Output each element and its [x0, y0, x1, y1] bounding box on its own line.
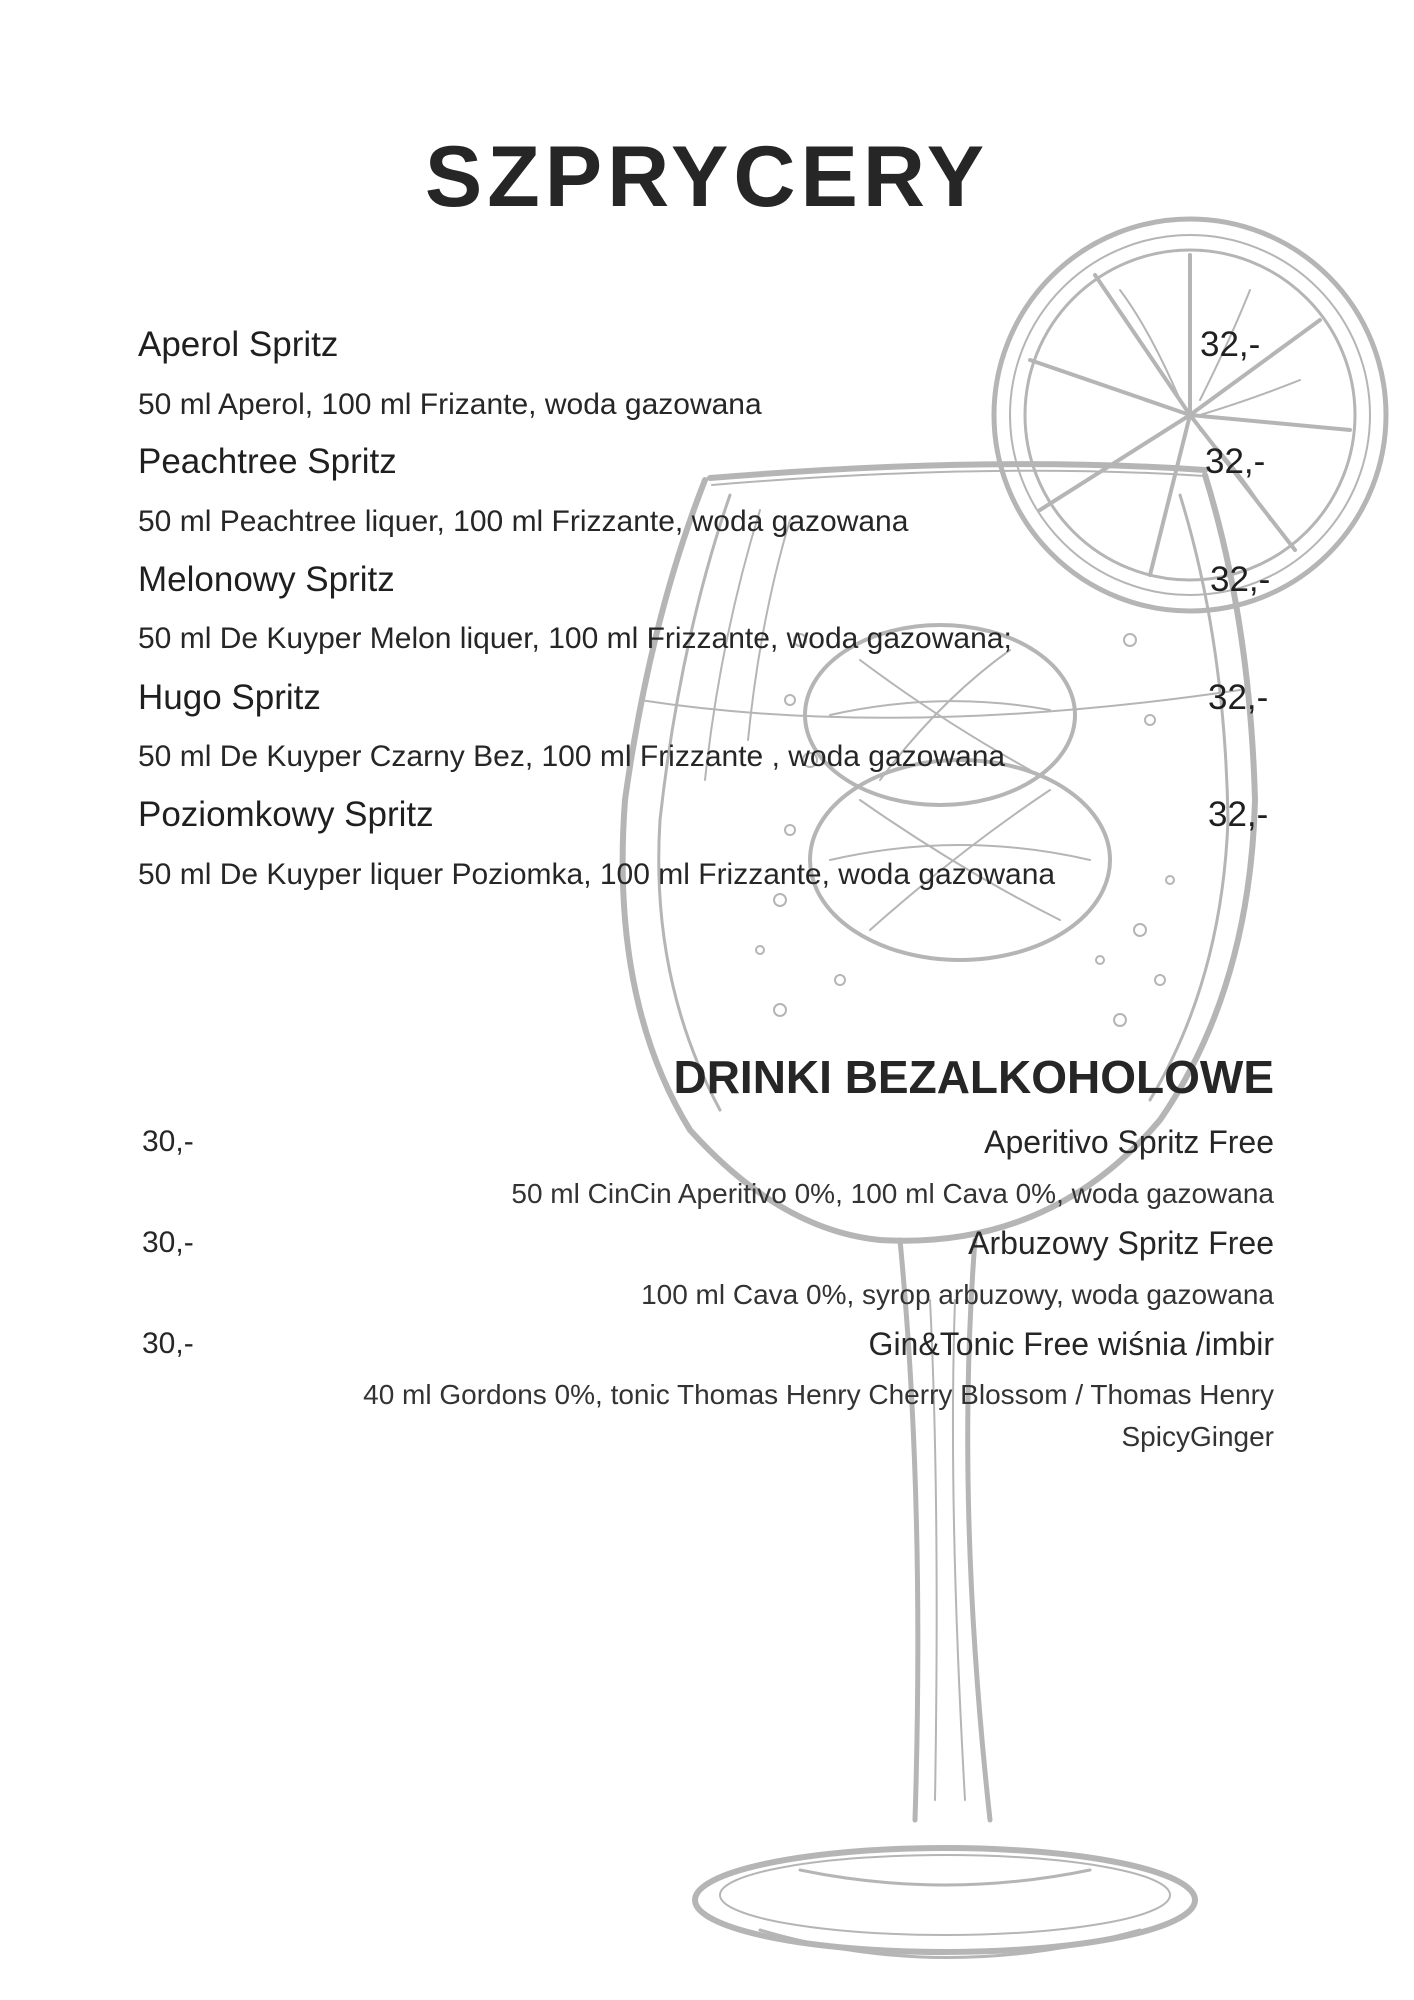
item-price: 30,- [142, 1226, 194, 1259]
item-name: Melonowy Spritz [138, 560, 395, 599]
section-title: DRINKI BEZALKOHOLOWE [673, 1051, 1274, 1103]
page-title: SZPRYCERY [424, 129, 990, 225]
item-description: 50 ml De Kuyper liquer Poziomka, 100 ml … [138, 858, 1056, 891]
item-price: 32,- [1208, 795, 1269, 834]
orange-slice-icon [991, 216, 1389, 614]
item-description: 40 ml Gordons 0%, tonic Thomas Henry Che… [363, 1379, 1274, 1410]
item-description: 50 ml Aperol, 100 ml Frizante, woda gazo… [138, 388, 762, 421]
item-description: 50 ml De Kuyper Melon liquer, 100 ml Fri… [138, 622, 1012, 655]
item-description: 100 ml Cava 0%, syrop arbuzowy, woda gaz… [641, 1279, 1274, 1310]
item-description-continued: SpicyGinger [1121, 1421, 1274, 1452]
item-name: Gin&Tonic Free wiśnia /imbir [868, 1326, 1274, 1362]
item-price: 30,- [142, 1327, 194, 1360]
item-description: 50 ml Peachtree liquer, 100 ml Frizzante… [138, 505, 909, 538]
item-price: 32,- [1205, 442, 1266, 481]
item-price: 32,- [1200, 325, 1261, 364]
item-description: 50 ml CinCin Aperitivo 0%, 100 ml Cava 0… [511, 1178, 1274, 1209]
item-name: Aperol Spritz [138, 325, 339, 364]
item-name: Poziomkowy Spritz [138, 795, 434, 834]
item-description: 50 ml De Kuyper Czarny Bez, 100 ml Frizz… [138, 740, 1006, 773]
item-name: Hugo Spritz [138, 678, 321, 717]
item-price: 30,- [142, 1125, 194, 1158]
item-price: 32,- [1210, 560, 1271, 599]
item-name: Aperitivo Spritz Free [984, 1124, 1274, 1160]
item-name: Arbuzowy Spritz Free [968, 1225, 1274, 1261]
item-price: 32,- [1208, 678, 1269, 717]
item-name: Peachtree Spritz [138, 442, 397, 481]
